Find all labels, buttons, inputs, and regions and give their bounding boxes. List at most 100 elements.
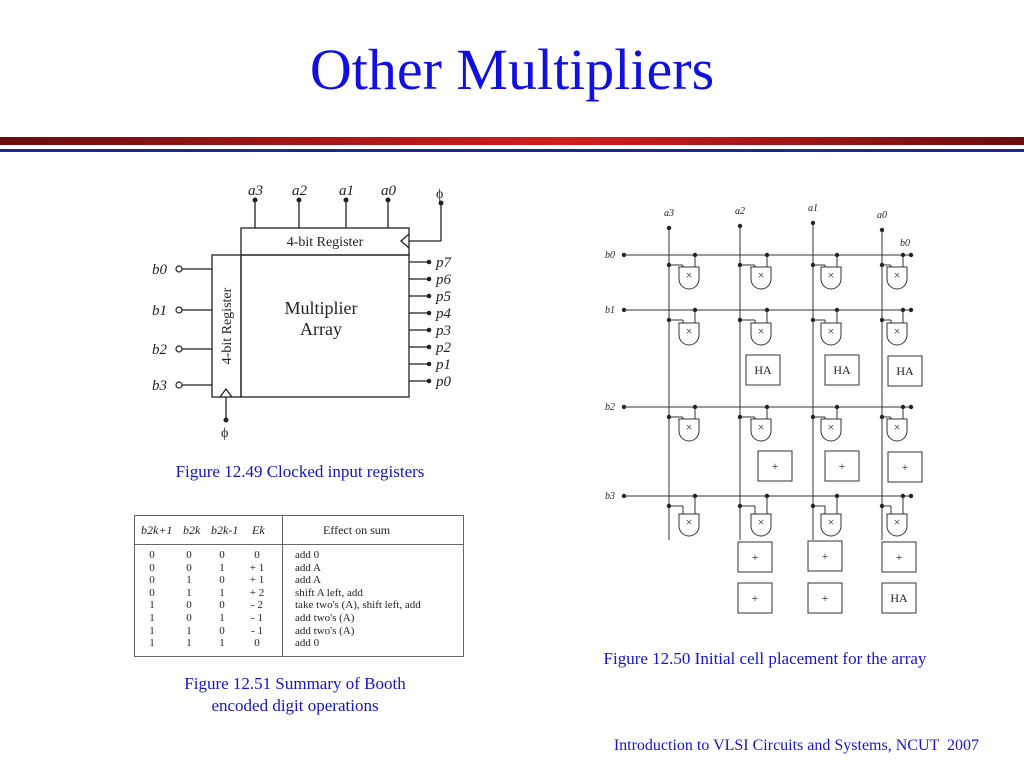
full-adder-box (824, 450, 860, 482)
table-cell: 1 (219, 586, 225, 599)
table-cell-effect: add two's (A) (295, 612, 355, 624)
junction-dot (879, 414, 885, 420)
and-gate-symbol: × (894, 420, 901, 434)
fig49-p2-label: p2 (435, 340, 452, 356)
fig49-a2-label: a2 (292, 183, 308, 199)
table-cell: 1 (186, 586, 192, 599)
and-gate-symbol: × (758, 268, 765, 282)
fig49-a3-label: a3 (248, 183, 263, 199)
table-cell-effect: add A (295, 561, 321, 574)
full-adder-label: + (822, 549, 829, 563)
fig49-p7-label: p7 (435, 255, 453, 271)
full-adder-box (737, 582, 773, 614)
and-gate (886, 322, 908, 346)
and-gate-symbol: × (686, 515, 693, 529)
table-cell-effect: add A (295, 574, 321, 587)
table-cell: + 2 (249, 586, 265, 599)
fig50-b0-label: b0 (605, 250, 615, 261)
figure-12-49-caption: Figure 12.49 Clocked input registers (175, 462, 425, 481)
header-b2k-minus-1: b2k-1 (211, 523, 239, 537)
table-cell: 0 (219, 549, 225, 561)
table-cell: 1 (186, 574, 192, 587)
table-cell: 0 (186, 612, 192, 624)
table-cell: 1 (186, 637, 192, 650)
and-gate (750, 513, 772, 537)
figure-12-51-caption: Figure 12.51 Summary of Booth encoded di… (140, 673, 450, 717)
table-cell: 1 (219, 637, 225, 650)
table-cell: 0 (149, 574, 155, 587)
table-cell: - 2 (251, 599, 263, 612)
and-gate-symbol: × (686, 324, 693, 338)
figure-12-50-caption: Figure 12.50 Initial cell placement for … (603, 649, 927, 668)
fig50-b2-label: b2 (605, 402, 615, 413)
table-cell: 0 (149, 549, 155, 561)
and-gate (678, 418, 700, 442)
and-gate (820, 266, 842, 290)
caption-line-1: Figure 12.51 Summary of Booth (184, 674, 406, 693)
and-gate-symbol: × (894, 515, 901, 529)
and-gate-symbol: × (828, 268, 835, 282)
and-gate-symbol: × (758, 324, 765, 338)
full-adder-label: + (839, 459, 846, 473)
junction-dot (879, 317, 885, 323)
fig49-p4-label: p4 (435, 306, 452, 322)
table-cell: 0 (186, 561, 192, 574)
fig49-b1-label: b1 (152, 303, 167, 319)
fig49-p3-label: p3 (435, 323, 451, 339)
and-gate (750, 322, 772, 346)
fig49-b3-label: b3 (152, 378, 167, 394)
header-effect-on-sum: Effect on sum (323, 523, 391, 537)
full-adder-box (757, 450, 793, 482)
half-adder-label: HA (754, 363, 772, 377)
full-adder-label: + (896, 550, 903, 564)
full-adder-box (887, 451, 923, 483)
fig49-p5-label: p5 (435, 289, 452, 305)
and-gate (678, 513, 700, 537)
table-cell: + 1 (249, 561, 265, 574)
fig49-p6-label: p6 (435, 272, 452, 288)
table-cell-effect: take two's (A), shift left, add (295, 599, 421, 612)
and-gate-symbol: × (686, 268, 693, 282)
junction-dot (908, 307, 914, 313)
and-gate (750, 266, 772, 290)
fig49-p1-label: p1 (435, 357, 451, 373)
full-adder-box (807, 540, 843, 572)
half-adder-box (881, 582, 917, 614)
table-cell: - 1 (251, 624, 263, 637)
table-cell-effect: shift A left, add (295, 586, 363, 599)
fig50-a3-label: a3 (664, 208, 674, 219)
fig49-phi-bottom: ϕ (221, 426, 228, 441)
header-ek: Ek (252, 523, 265, 537)
and-gate (678, 266, 700, 290)
full-adder-label: + (752, 550, 759, 564)
and-gate (820, 418, 842, 442)
fig50-b3-label: b3 (605, 491, 615, 502)
title-divider-red (0, 137, 1024, 145)
fig49-phi-top: ϕ (436, 187, 443, 202)
fig50-a1-label: a1 (808, 203, 818, 214)
table-cell: 0 (149, 561, 155, 574)
and-gate-symbol: × (758, 420, 765, 434)
half-adder-box (887, 355, 923, 387)
junction-dot (908, 493, 914, 499)
header-b2k-plus-1: b2k+1 (141, 523, 173, 537)
and-gate-symbol: × (686, 420, 693, 434)
fig49-p0-label: p0 (435, 374, 452, 390)
half-adder-label: HA (896, 364, 914, 378)
full-adder-box (807, 582, 843, 614)
and-gate (886, 266, 908, 290)
table-divider (282, 516, 283, 656)
caption-line-2: encoded digit operations (211, 696, 379, 715)
table-cell-effect: add 0 (295, 637, 320, 650)
fig49-b2-label: b2 (152, 342, 168, 358)
table-cell-effect: add two's (A) (295, 624, 355, 637)
and-gate (886, 418, 908, 442)
fig49-top-register-label: 4-bit Register (287, 235, 364, 250)
table-cell: 1 (149, 612, 155, 624)
